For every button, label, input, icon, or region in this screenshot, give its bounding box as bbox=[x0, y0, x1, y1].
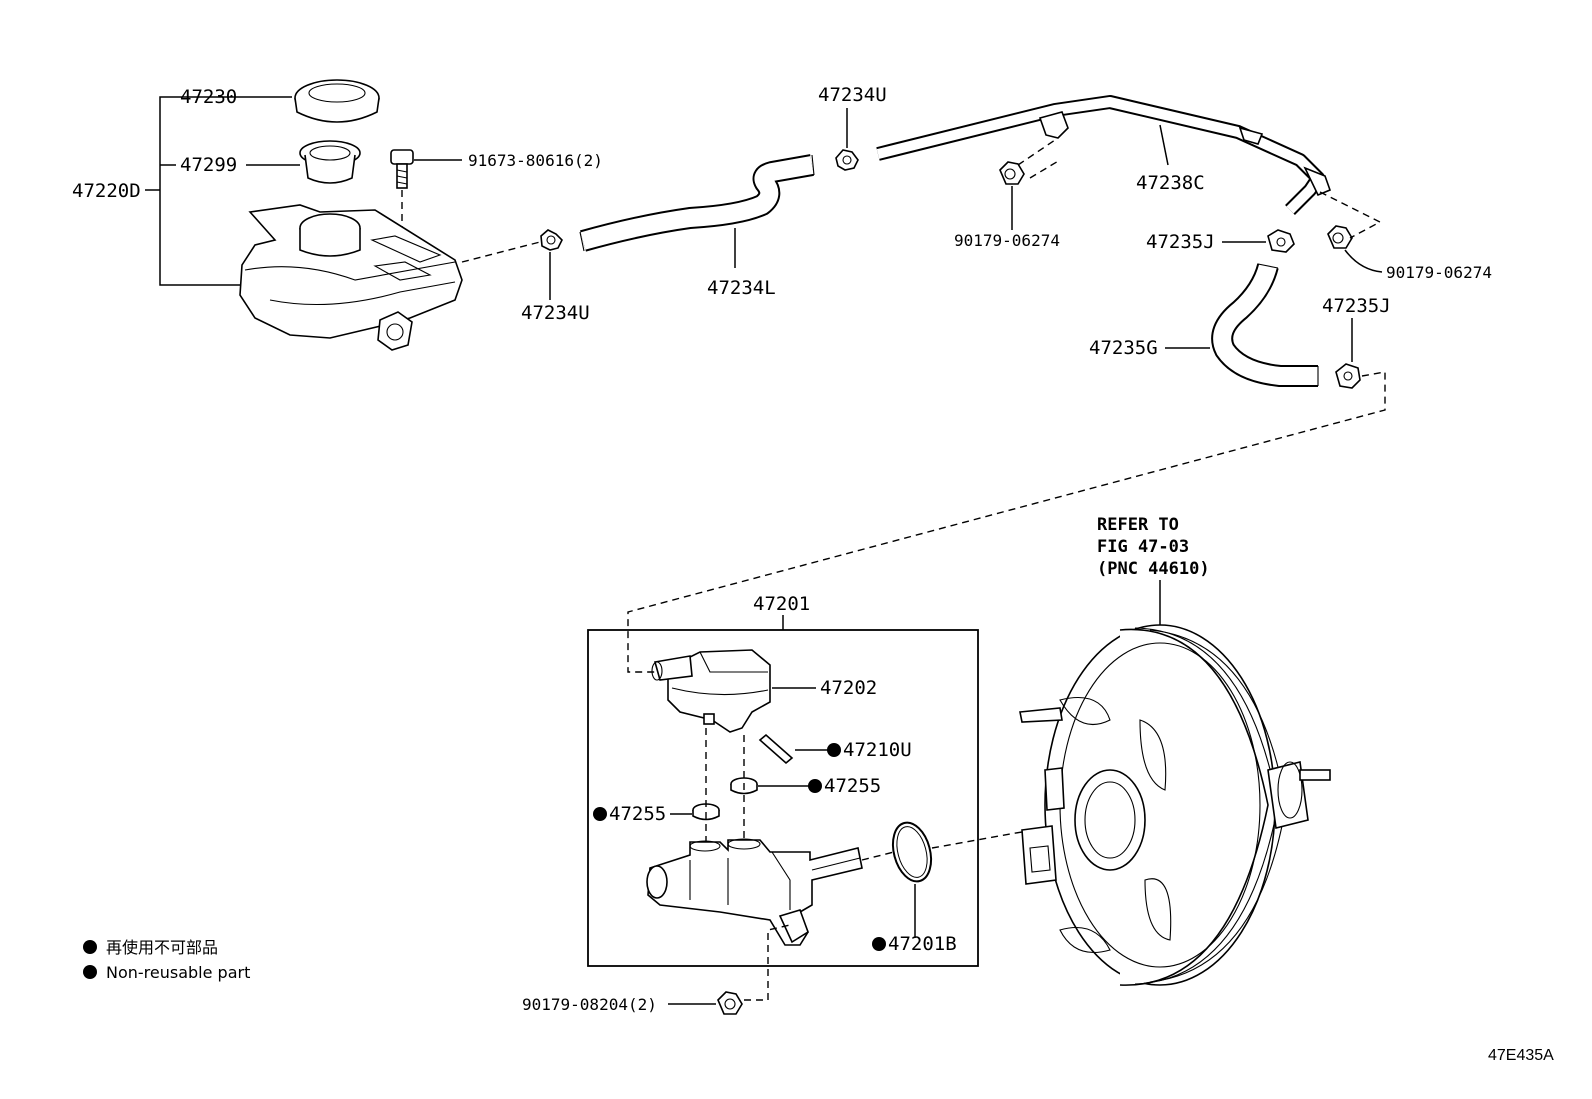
dash-nut-a-pipe2 bbox=[1029, 159, 1061, 179]
nut-90179-08204 bbox=[717, 991, 743, 1015]
hose-47234L bbox=[579, 154, 815, 252]
label-47234U-top: 47234U bbox=[818, 84, 887, 106]
label-47234L: 47234L bbox=[707, 277, 776, 299]
reference-line3: (PNC 44610) bbox=[1097, 559, 1210, 579]
legend-jp: 再使用不可部品 bbox=[106, 938, 218, 957]
label-47201B: 47201B bbox=[888, 933, 957, 955]
hose-clip-47235J-b bbox=[1335, 363, 1361, 389]
master-cylinder-body bbox=[646, 838, 863, 946]
non-reusable-marker-47255-left bbox=[593, 807, 607, 821]
bracket-47220D bbox=[159, 96, 246, 286]
label-47230: 47230 bbox=[180, 86, 237, 108]
legend-bullet-en bbox=[83, 965, 97, 979]
label-47299: 47299 bbox=[180, 154, 237, 176]
nut-90179-06274-b bbox=[1327, 225, 1353, 249]
label-47235J-a: 47235J bbox=[1146, 231, 1215, 253]
o-ring-47201B bbox=[891, 821, 933, 883]
label-47201: 47201 bbox=[753, 593, 810, 615]
dash-nut-b-pipe bbox=[1319, 191, 1382, 239]
non-reusable-marker-47201B bbox=[872, 937, 886, 951]
bolt-91673 bbox=[390, 149, 414, 189]
figure-code: 47E435A bbox=[1488, 1047, 1554, 1064]
reservoir-tank-47220D bbox=[239, 204, 463, 351]
leader-47238C bbox=[1159, 124, 1169, 166]
hose-clip-47234U-left bbox=[540, 229, 563, 251]
label-47255-right: 47255 bbox=[824, 775, 881, 797]
leader-90179-06274-b bbox=[1344, 249, 1383, 273]
dash-reservoir-clip bbox=[461, 241, 541, 263]
legend-bullet-jp bbox=[83, 940, 97, 954]
label-47235J-b: 47235J bbox=[1322, 295, 1391, 317]
label-90179-06274-b: 90179-06274 bbox=[1386, 263, 1492, 282]
nut-90179-06274-a bbox=[999, 161, 1025, 185]
hose-clip-47234U-top bbox=[835, 149, 859, 171]
brake-pipe-47238C bbox=[876, 95, 1332, 215]
label-47210U: 47210U bbox=[843, 739, 912, 761]
label-47255-left: 47255 bbox=[609, 803, 666, 825]
master-reservoir-47202 bbox=[651, 649, 771, 733]
label-47235G: 47235G bbox=[1089, 337, 1158, 359]
dash-nut-cylinder bbox=[744, 924, 791, 1001]
non-reusable-marker-47210U bbox=[827, 743, 841, 757]
reference-line2: FIG 47-03 bbox=[1097, 537, 1189, 557]
dash-oring-booster bbox=[931, 817, 1101, 849]
non-reusable-marker-47255-right bbox=[808, 779, 822, 793]
label-90179-08204: 90179-08204(2) bbox=[522, 995, 657, 1014]
hose-47235G bbox=[1211, 262, 1319, 387]
reference-line1: REFER TO bbox=[1097, 515, 1179, 535]
label-47220D: 47220D bbox=[72, 180, 141, 202]
brake-booster bbox=[1019, 624, 1331, 986]
label-47202: 47202 bbox=[820, 677, 877, 699]
label-47238C: 47238C bbox=[1136, 172, 1205, 194]
dash-hose-to-reservoir-47202 bbox=[627, 371, 1386, 673]
reservoir-cap-47230 bbox=[294, 79, 380, 123]
legend-en: Non-reusable part bbox=[106, 963, 250, 982]
dash-nut-a-pipe bbox=[1017, 139, 1056, 166]
label-47234U-left: 47234U bbox=[521, 302, 590, 324]
pin-47210U bbox=[758, 733, 794, 765]
label-90179-06274-a: 90179-06274 bbox=[954, 231, 1060, 250]
strainer-47299 bbox=[299, 140, 361, 184]
label-91673: 91673-80616(2) bbox=[468, 151, 603, 170]
assembly-box-47201 bbox=[587, 629, 979, 967]
hose-clip-47235J-a bbox=[1267, 229, 1295, 253]
dash-cyl-oring bbox=[861, 851, 895, 861]
